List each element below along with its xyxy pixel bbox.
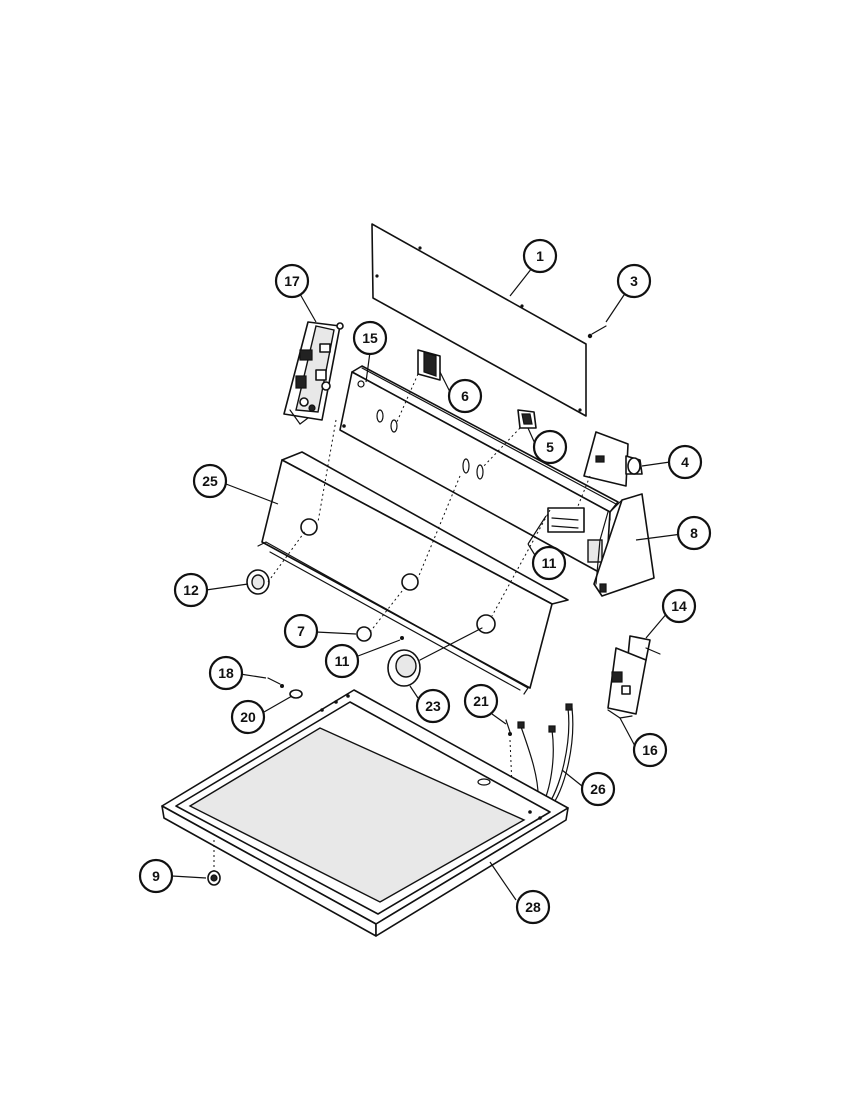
callout-4: 4 bbox=[667, 444, 703, 480]
callout-16-label: 16 bbox=[642, 742, 658, 758]
callout-16: 16 bbox=[632, 732, 668, 768]
callout-23: 23 bbox=[415, 688, 451, 724]
screw-and-clip-parts bbox=[267, 677, 303, 699]
callout-8: 8 bbox=[676, 515, 712, 551]
rear-panel-part bbox=[371, 223, 587, 417]
small-knob-part bbox=[356, 585, 407, 642]
callout-5-label: 5 bbox=[546, 439, 554, 455]
control-console-part bbox=[257, 419, 569, 695]
callout-12-label: 12 bbox=[183, 582, 199, 598]
callout-1: 1 bbox=[522, 238, 558, 274]
callout-12: 12 bbox=[173, 572, 209, 608]
callout-5: 5 bbox=[532, 429, 568, 465]
callout-20-label: 20 bbox=[240, 709, 256, 725]
callout-1-label: 1 bbox=[536, 248, 544, 264]
callout-28-label: 28 bbox=[525, 899, 541, 915]
callout-15: 15 bbox=[352, 320, 388, 356]
end-cap-part bbox=[593, 493, 655, 597]
callout-18: 18 bbox=[208, 655, 244, 691]
callout-11-upper-label: 11 bbox=[542, 555, 557, 571]
panel-clip-part bbox=[207, 870, 221, 886]
callout-11-lower-label: 11 bbox=[335, 653, 350, 669]
callout-3: 3 bbox=[616, 263, 652, 299]
callout-9-label: 9 bbox=[152, 868, 160, 884]
control-panel-backplate-part bbox=[339, 365, 619, 577]
timer-part bbox=[577, 431, 643, 507]
screw-part bbox=[587, 325, 607, 339]
callout-21-label: 21 bbox=[473, 693, 489, 709]
callout-9: 9 bbox=[138, 858, 174, 894]
callout-7: 7 bbox=[283, 613, 319, 649]
selector-switch-part bbox=[395, 349, 441, 425]
callout-11-upper: 11 bbox=[531, 545, 567, 581]
callout-26: 26 bbox=[580, 771, 616, 807]
callout-7-label: 7 bbox=[297, 623, 305, 639]
callout-14: 14 bbox=[661, 588, 697, 624]
callout-17: 17 bbox=[274, 263, 310, 299]
callout-4-label: 4 bbox=[681, 454, 689, 470]
callout-25: 25 bbox=[192, 463, 228, 499]
leader-lines bbox=[171, 267, 683, 901]
callout-8-label: 8 bbox=[690, 525, 698, 541]
callout-25-label: 25 bbox=[202, 473, 218, 489]
callout-3-label: 3 bbox=[630, 273, 638, 289]
top-panel-part bbox=[161, 689, 569, 937]
callout-6: 6 bbox=[447, 378, 483, 414]
callout-17-label: 17 bbox=[284, 273, 300, 289]
switch-bracket-part bbox=[607, 647, 647, 719]
callout-6-label: 6 bbox=[461, 388, 469, 404]
callout-28: 28 bbox=[515, 889, 551, 925]
callout-11-lower: 11 bbox=[324, 643, 360, 679]
callout-18-label: 18 bbox=[218, 665, 234, 681]
ground-screw-part bbox=[505, 719, 513, 787]
callout-21: 21 bbox=[463, 683, 499, 719]
callout-20: 20 bbox=[230, 699, 266, 735]
callout-15-label: 15 bbox=[362, 330, 378, 346]
rotary-switch-part bbox=[481, 409, 537, 469]
timer-knob-part bbox=[387, 627, 483, 687]
callout-26-label: 26 bbox=[590, 781, 606, 797]
control-board-bracket-part bbox=[283, 321, 344, 425]
callout-14-label: 14 bbox=[671, 598, 687, 614]
knob-part bbox=[246, 529, 307, 595]
callout-23-label: 23 bbox=[425, 698, 441, 714]
